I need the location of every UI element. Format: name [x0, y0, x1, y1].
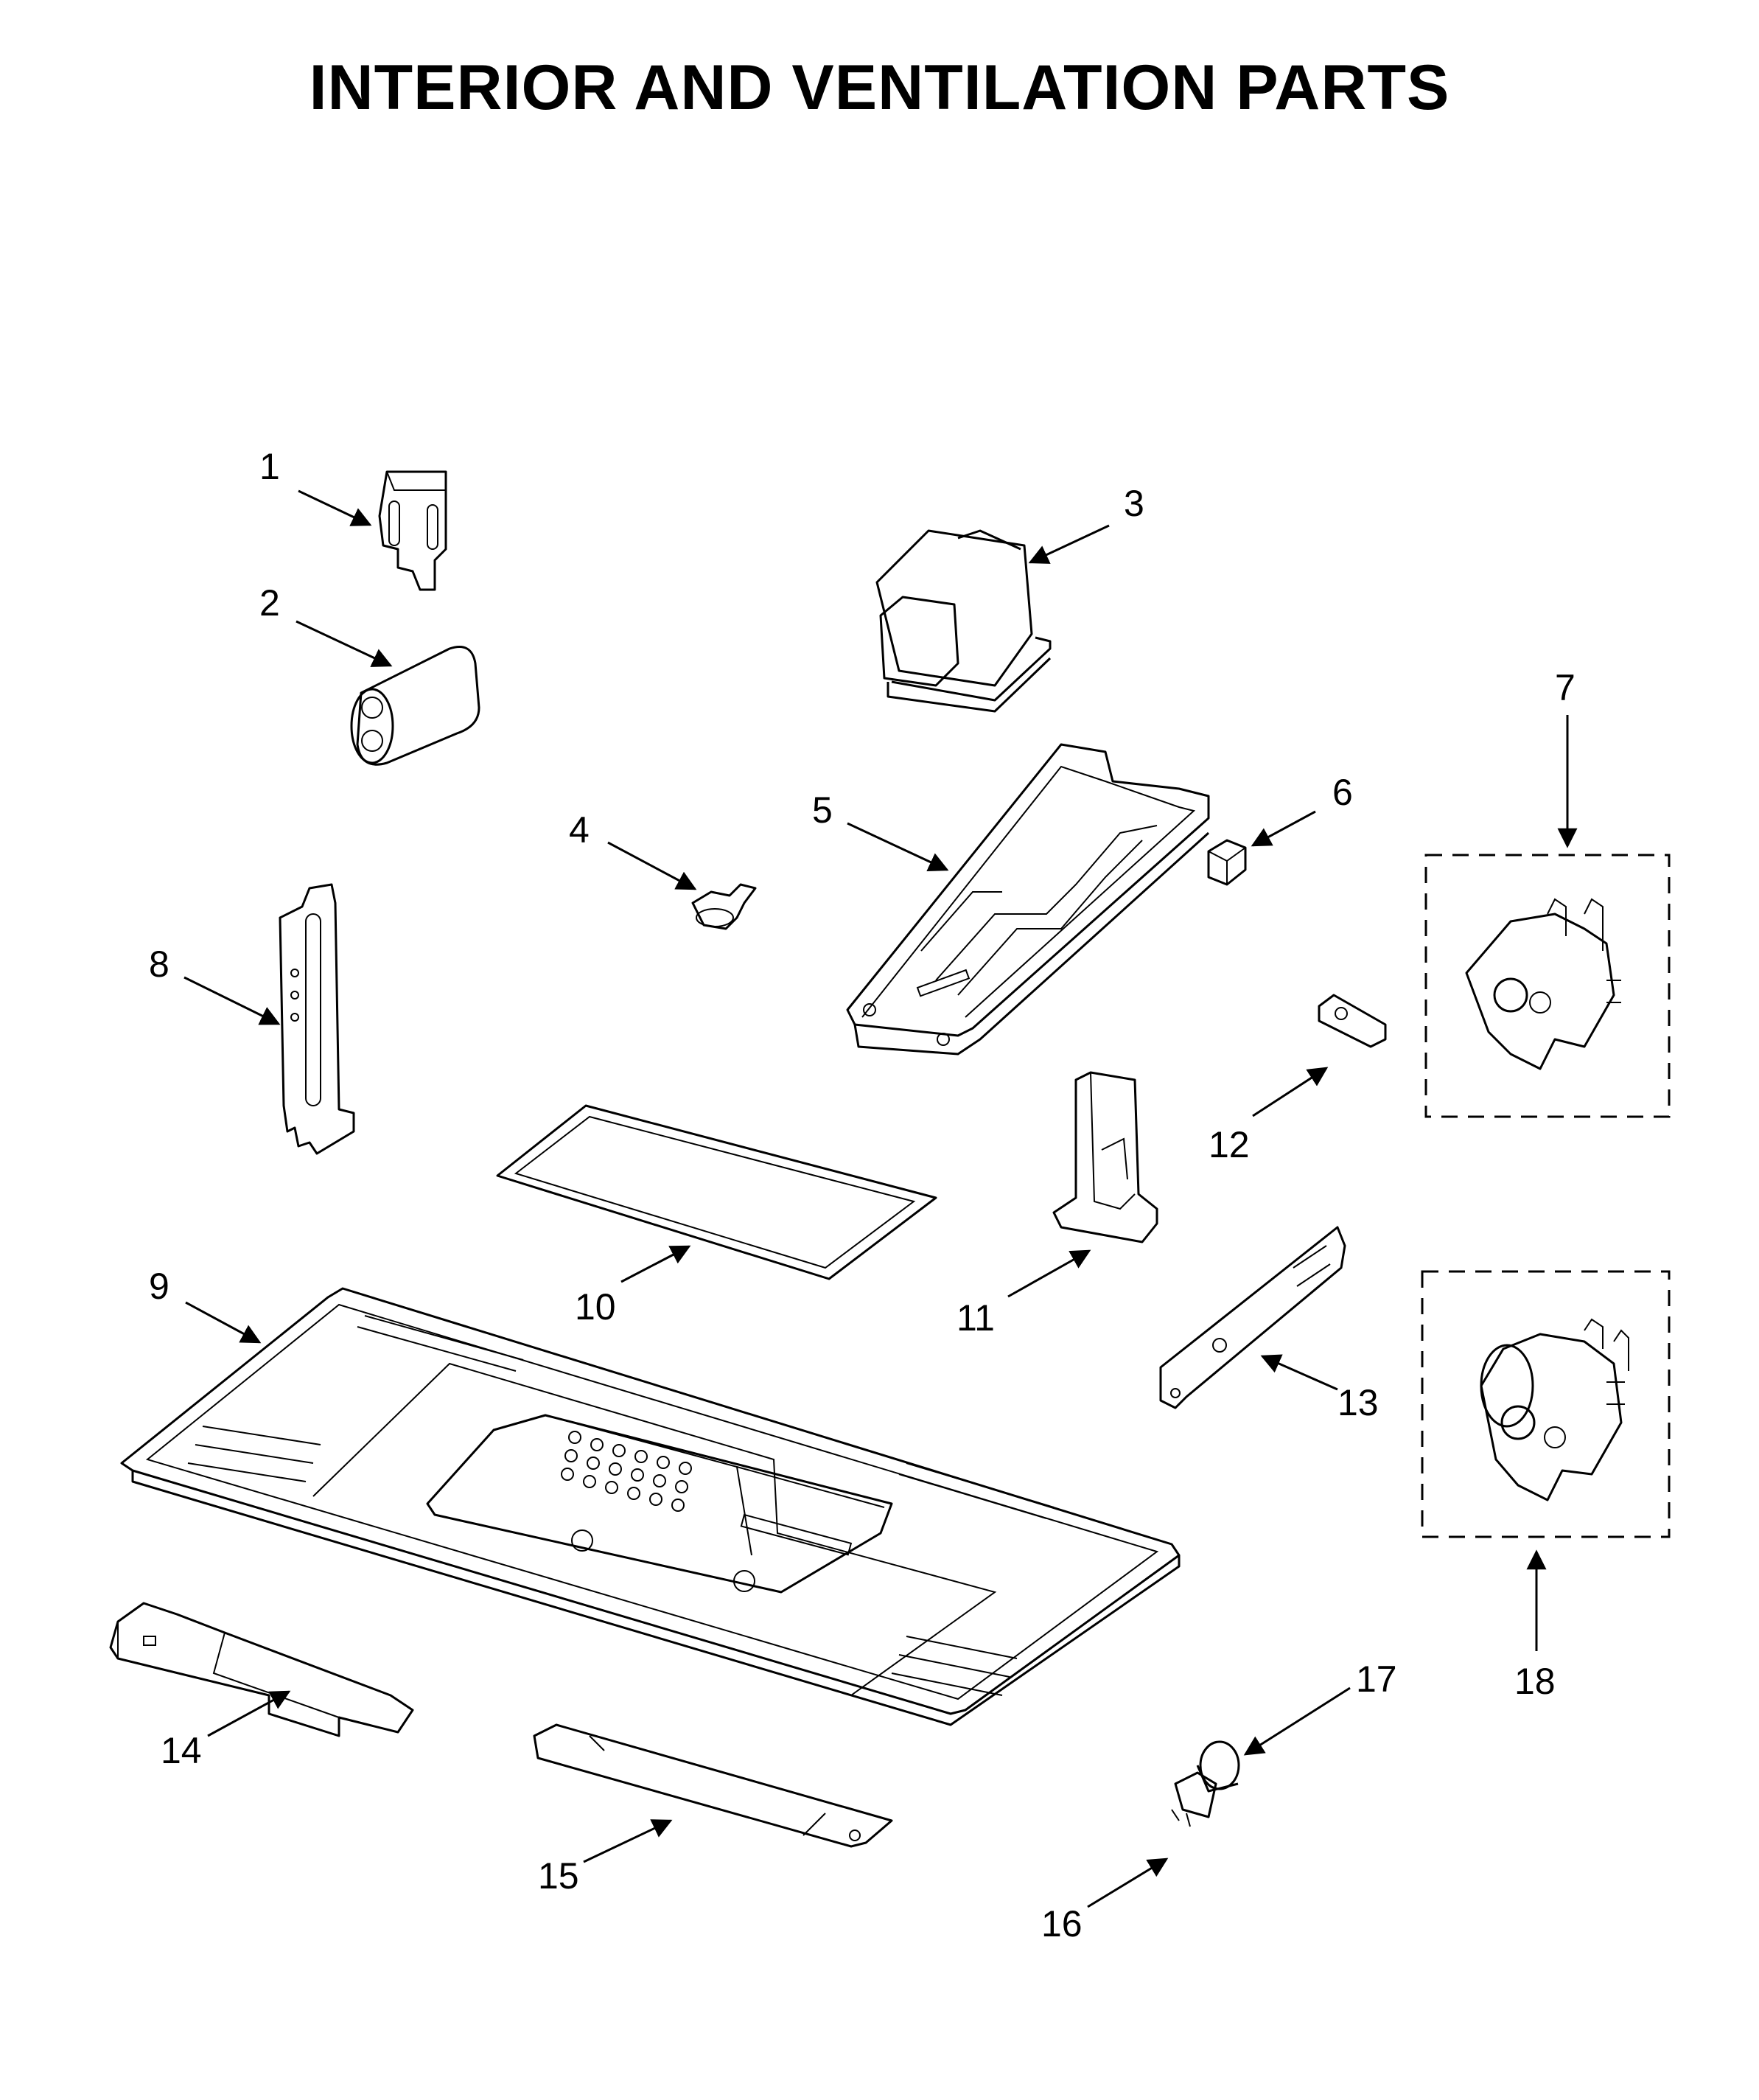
callout-2: 2 [259, 582, 280, 624]
callout-8: 8 [149, 943, 169, 985]
callout-13: 13 [1337, 1382, 1379, 1423]
side-bracket-icon[interactable] [279, 883, 355, 1155]
bracket-clip-icon[interactable] [378, 470, 447, 591]
capacitor-icon[interactable] [350, 646, 480, 766]
switch-icon[interactable] [1207, 839, 1247, 886]
cover-plate-icon[interactable] [533, 1723, 893, 1848]
lamp-icon[interactable] [1196, 1740, 1240, 1793]
base-plate-icon[interactable] [846, 743, 1210, 1056]
callout-15: 15 [538, 1855, 579, 1897]
callout-12: 12 [1209, 1124, 1250, 1165]
callout-16: 16 [1041, 1903, 1083, 1944]
transformer-icon[interactable] [875, 529, 1052, 713]
callout-4: 4 [569, 809, 590, 851]
filter-gasket-icon[interactable] [496, 1104, 937, 1280]
rail-bracket-icon[interactable] [1159, 1226, 1346, 1409]
group-box-18 [1421, 1270, 1671, 1538]
fan-motor-icon[interactable] [1465, 898, 1621, 1070]
callout-3: 3 [1124, 483, 1144, 524]
bottom-plate-icon[interactable] [120, 1287, 1181, 1726]
callout-6: 6 [1332, 772, 1353, 813]
channel-icon[interactable] [109, 1602, 414, 1737]
callout-labels: 1 2 3 4 5 6 7 8 9 10 11 12 13 14 15 16 1… [149, 446, 1576, 1944]
callout-11: 11 [957, 1297, 995, 1339]
callout-17: 17 [1356, 1658, 1397, 1700]
page-title: INTERIOR AND VENTILATION PARTS [309, 52, 1450, 123]
callout-1: 1 [259, 446, 280, 487]
fan-motor-icon[interactable] [1480, 1318, 1629, 1501]
callout-9: 9 [149, 1266, 169, 1307]
duct-icon[interactable] [1052, 1071, 1158, 1243]
group-box-7 [1424, 854, 1671, 1118]
lamp-socket-icon[interactable] [1171, 1771, 1217, 1827]
callout-7: 7 [1555, 667, 1576, 708]
small-switch-icon[interactable] [1318, 994, 1387, 1048]
callout-10: 10 [575, 1286, 616, 1328]
callout-14: 14 [161, 1730, 202, 1771]
callout-5: 5 [812, 789, 833, 831]
callout-18: 18 [1514, 1661, 1556, 1702]
leader-arrows [183, 489, 1578, 1908]
thermostat-icon[interactable] [691, 883, 757, 930]
